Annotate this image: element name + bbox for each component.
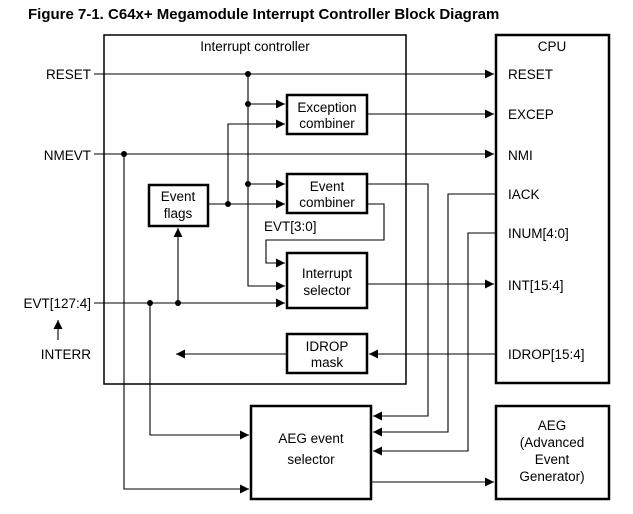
inum-to-aeg-selector-wire [373,232,496,456]
figure-title: Figure 7-1. C64x+ Megamodule Interrupt C… [28,6,499,23]
aeg-label-1: AEG [538,418,567,433]
input-evt-label: EVT[127:4] [23,296,91,311]
aeg-event-selector-label-1: AEG event [278,431,344,446]
evt-3-0-feedback-wire [265,203,385,268]
cpu-port-iack: IACK [508,187,540,202]
interrupt-selector-box [285,251,369,310]
event-combiner-label-1: Event [310,179,345,194]
cpu-port-reset: RESET [508,67,553,82]
aeg-label-2: (Advanced [520,435,585,450]
idrop-mask-label-2: mask [311,355,344,370]
input-nmevt-label: NMEVT [44,148,91,163]
evt-to-aeg-selector-wire [149,303,249,440]
idrop-mask-label-1: IDROP [306,339,349,354]
interrupt-selector-label-1: Interrupt [302,266,353,281]
evt-3-0-label: EVT[3:0] [264,219,317,234]
interrupt-controller-box [103,34,407,385]
cpu-label: CPU [538,39,567,54]
input-reset-label: RESET [46,67,91,82]
event-combiner-label-2: combiner [299,195,355,210]
interrupt-selector-label-2: selector [303,283,351,298]
event-flags-box [147,183,210,228]
exception-combiner-label-1: Exception [297,100,356,115]
event-combiner-to-aeg-selector-wire [367,183,429,421]
flags-to-exception-combiner-wire [227,119,285,204]
event-combiner-box [285,172,369,215]
iack-to-aeg-selector-wire [373,193,496,437]
cpu-port-inum: INUM[4:0] [508,226,569,241]
aeg-label-4: Generator) [519,469,584,484]
aeg-event-selector-box [249,404,373,501]
event-flags-label-1: Event [161,189,196,204]
exception-combiner-label-2: combiner [299,116,355,131]
cpu-port-int: INT[15:4] [508,278,564,293]
interrupt-controller-label: Interrupt controller [200,39,310,54]
event-flags-label-2: flags [164,206,193,221]
aeg-label-3: Event [535,452,570,467]
aeg-box [494,404,611,501]
output-interr-label: INTERR [41,347,92,362]
cpu-port-idrop: IDROP[15:4] [508,347,585,362]
reset-to-interrupt-selector-wire [247,74,285,291]
cpu-box [494,33,611,385]
cpu-port-nmi: NMI [508,148,533,163]
aeg-event-selector-label-2: selector [287,452,335,467]
cpu-port-excep: EXCEP [508,107,554,122]
nmevt-to-aeg-selector-wire [123,154,249,494]
